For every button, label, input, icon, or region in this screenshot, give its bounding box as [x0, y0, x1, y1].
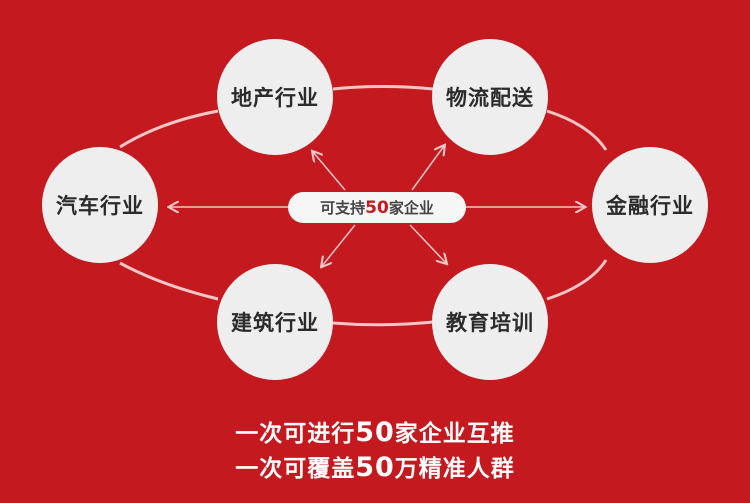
node-construction: 建筑行业 [217, 264, 333, 380]
tagline-suffix: 万精准人群 [394, 456, 515, 482]
node-finance: 金融行业 [592, 147, 708, 263]
node-label: 地产行业 [231, 86, 319, 110]
tagline-1: 一次可进行50家企业互推 [0, 414, 750, 448]
tagline-prefix: 一次可进行 [235, 421, 356, 447]
node-education: 教育培训 [432, 264, 548, 380]
node-label: 建筑行业 [231, 311, 319, 335]
node-label: 金融行业 [606, 194, 694, 218]
node-automotive: 汽车行业 [42, 147, 158, 263]
center-suffix: 家企业 [388, 199, 434, 217]
tagline-number: 50 [355, 417, 395, 448]
node-label: 教育培训 [446, 311, 534, 335]
tagline-2: 一次可覆盖50万精准人群 [0, 449, 750, 483]
tagline-number: 50 [355, 452, 395, 483]
tagline-prefix: 一次可覆盖 [235, 456, 356, 482]
center-prefix: 可支持 [320, 199, 366, 217]
node-label: 物流配送 [446, 86, 534, 110]
node-label: 汽车行业 [56, 194, 144, 218]
node-real-estate: 地产行业 [217, 39, 333, 155]
center-number: 50 [365, 197, 389, 218]
node-logistics: 物流配送 [432, 39, 548, 155]
tagline-suffix: 家企业互推 [394, 421, 515, 447]
